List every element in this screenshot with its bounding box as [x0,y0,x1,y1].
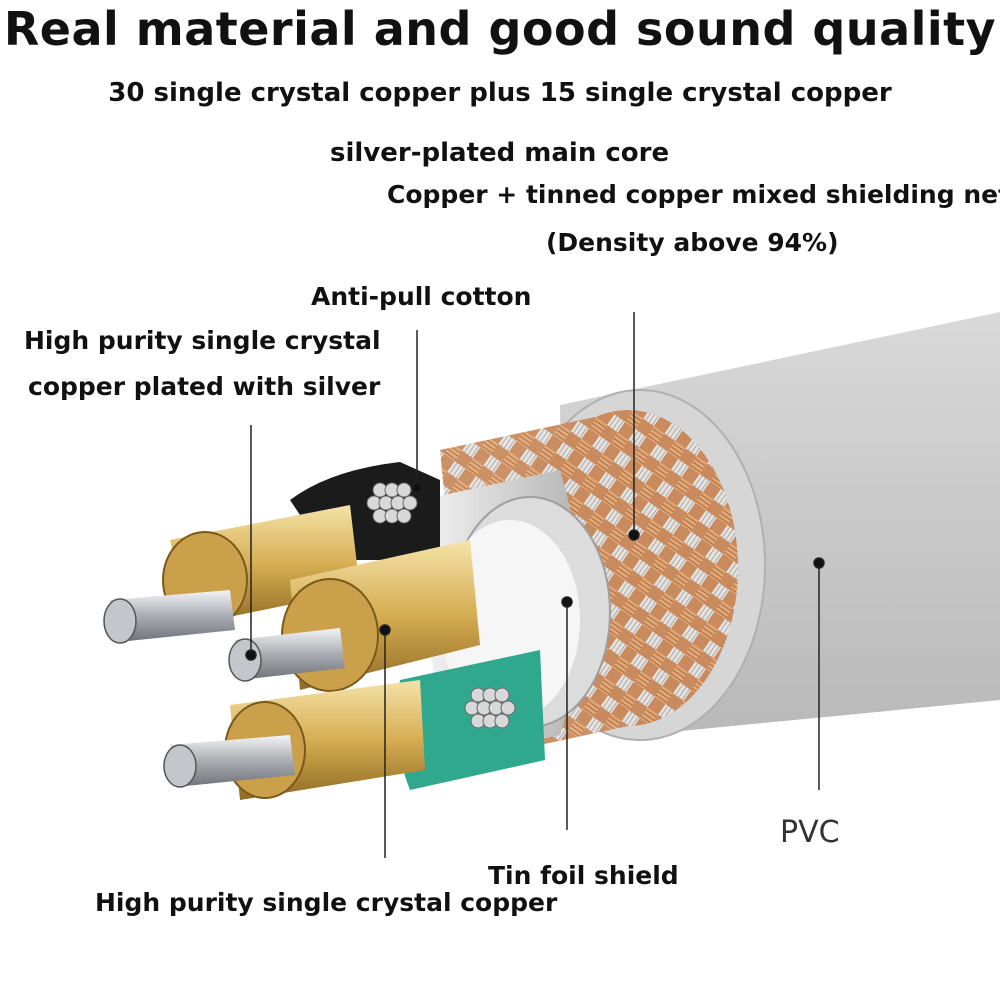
green-insulated-conductor [396,650,545,790]
page-title: Real material and good sound quality [3,2,997,56]
label-shielding-net: Copper + tinned copper mixed shielding n… [387,180,1000,209]
label-pvc: PVC [780,815,840,850]
label-shielding-density: (Density above 94%) [546,228,839,257]
silver-core-upper [103,590,235,644]
subtitle-line-1: 30 single crystal copper plus 15 single … [108,78,892,108]
label-anti-pull-cotton: Anti-pull cotton [311,282,532,311]
label-tin-foil-shield: Tin foil shield [488,861,679,890]
leader-lines [245,312,825,858]
label-single-crystal-copper: High purity single crystal copper [95,888,558,917]
label-silver-plated-line-1: High purity single crystal [24,326,381,355]
silver-core-middle [228,628,345,682]
silver-core-lower [163,735,295,788]
subtitle-line-2: silver-plated main core [330,138,670,168]
label-silver-plated-line-2: copper plated with silver [28,372,381,401]
